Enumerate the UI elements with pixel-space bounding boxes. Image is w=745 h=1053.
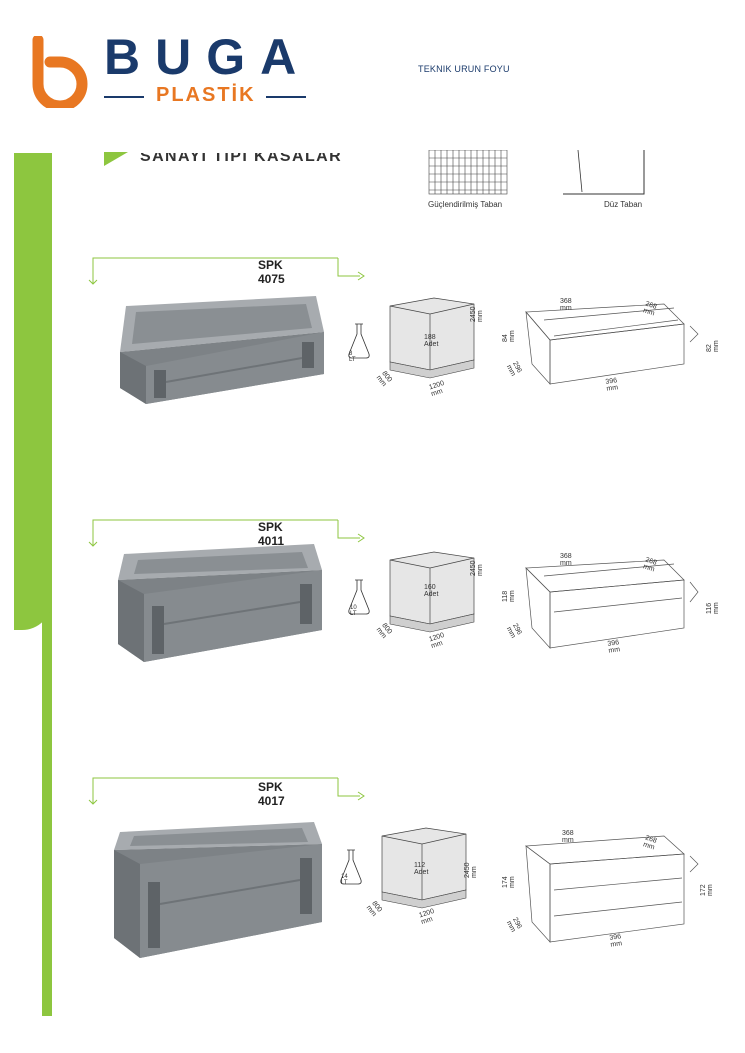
top-length: 368 mm bbox=[560, 553, 572, 567]
brand-subtitle: PLASTİK bbox=[104, 84, 308, 108]
outer-height: 82 mm bbox=[706, 340, 720, 352]
inner-height: 118 mm bbox=[502, 590, 516, 602]
volume-beaker-icon bbox=[348, 579, 370, 615]
flat-base-illustration bbox=[563, 150, 645, 195]
logo-icon bbox=[30, 34, 94, 112]
volume-label: 8 LT bbox=[349, 351, 356, 363]
pallet-height: 2450 mm bbox=[464, 862, 478, 878]
pallet-height: 2450 mm bbox=[470, 306, 484, 322]
bottom-length: 396 mm bbox=[609, 933, 623, 949]
code-bracket-line bbox=[88, 777, 365, 805]
volume-beaker-icon bbox=[340, 849, 362, 885]
document-title: TEKNIK URUN FOYU bbox=[418, 64, 510, 74]
outer-height: 172 mm bbox=[700, 884, 714, 896]
brand-name: BUGA bbox=[104, 29, 312, 85]
volume-label: 10 LT bbox=[350, 605, 357, 617]
volume-label: 14 LT bbox=[341, 874, 348, 886]
top-length: 368 mm bbox=[562, 830, 574, 844]
inner-height: 174 mm bbox=[502, 876, 516, 888]
reinforced-base-illustration bbox=[428, 150, 508, 195]
crate-photo bbox=[118, 544, 322, 662]
pallet-quantity: 160 Adet bbox=[424, 584, 439, 598]
product-code: SPK 4075 bbox=[258, 258, 285, 286]
pallet-quantity: 112 Adet bbox=[414, 862, 429, 876]
section-title: SANAYİ TİPİ KASALAR bbox=[140, 148, 343, 165]
side-accent-bar-lower bbox=[42, 613, 52, 1016]
dimension-drawing bbox=[525, 835, 699, 943]
inner-height: 84 mm bbox=[502, 330, 516, 342]
dimension-drawing bbox=[525, 559, 699, 649]
crate-photo bbox=[120, 296, 324, 404]
bottom-length: 396 mm bbox=[607, 639, 621, 655]
bottom-length: 396 mm bbox=[605, 377, 619, 393]
pallet-diagram bbox=[389, 551, 475, 633]
top-length: 368 mm bbox=[560, 298, 572, 312]
pallet-diagram bbox=[389, 297, 475, 379]
code-bracket-line bbox=[88, 519, 365, 547]
crate-photo bbox=[114, 822, 322, 958]
pallet-diagram bbox=[381, 827, 467, 909]
code-bracket-line bbox=[88, 257, 365, 285]
pallet-quantity: 188 Adet bbox=[424, 334, 439, 348]
reinforced-base-label: Güçlendirilmiş Taban bbox=[428, 200, 503, 209]
product-code: SPK 4011 bbox=[258, 520, 285, 548]
side-accent-bar bbox=[14, 153, 52, 613]
outer-height: 116 mm bbox=[706, 602, 720, 614]
brand-sub-text: PLASTİK bbox=[156, 84, 256, 106]
pallet-height: 2450 mm bbox=[470, 560, 484, 576]
dimension-drawing bbox=[525, 303, 699, 385]
section-arrow-icon bbox=[104, 152, 128, 166]
volume-beaker-icon bbox=[348, 323, 370, 359]
product-code: SPK 4017 bbox=[258, 780, 285, 808]
flat-base-label: Düz Taban bbox=[604, 200, 643, 209]
